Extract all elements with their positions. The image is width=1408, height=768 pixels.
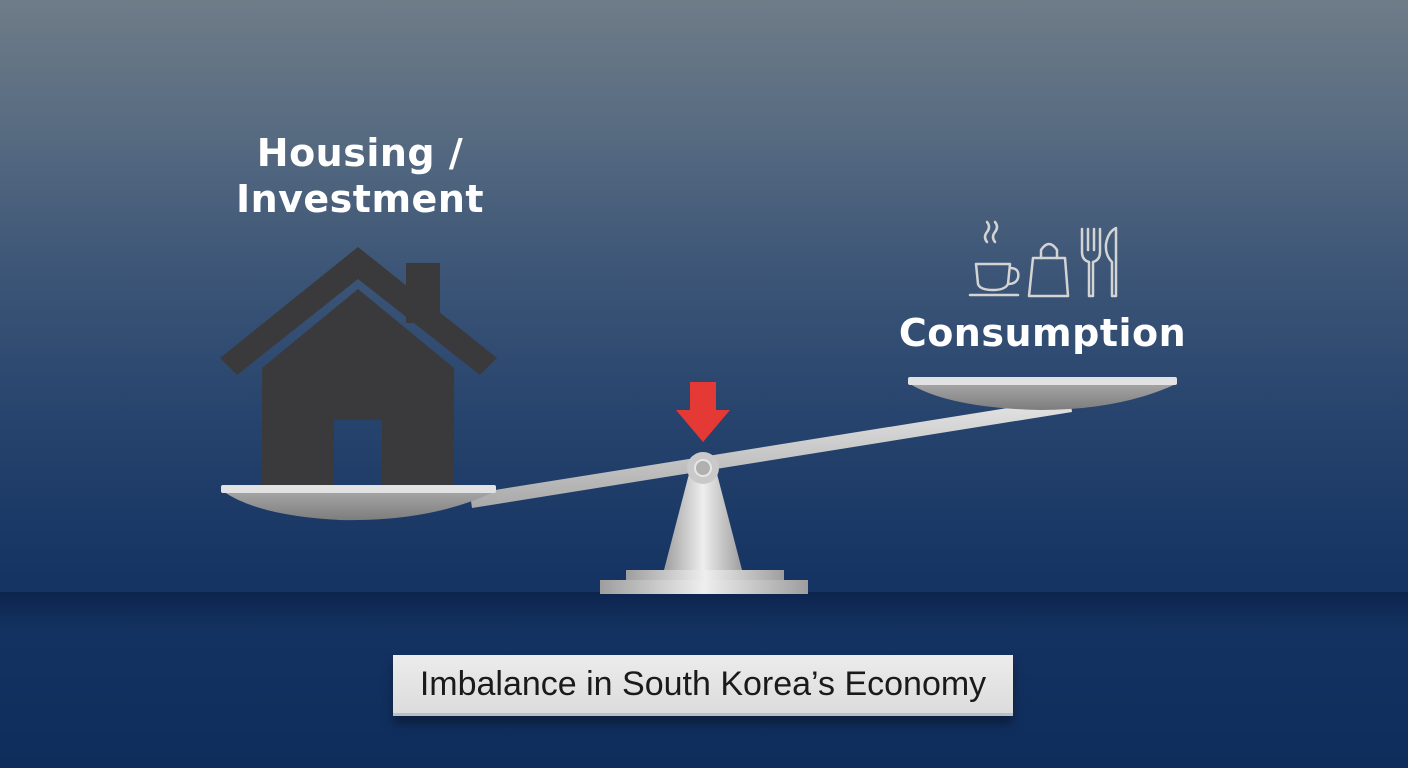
fork-icon [1080, 227, 1102, 298]
left-pan [221, 485, 496, 521]
housing-label-line1: Housing / [256, 131, 464, 175]
floor-shadow [0, 592, 1408, 632]
housing-label-line2: Investment [235, 177, 485, 221]
caption-text: Imbalance in South Korea’s Economy [419, 664, 987, 703]
coffee-cup-icon [968, 220, 1020, 297]
consumption-label: Consumption [898, 311, 1187, 355]
down-arrow-icon [676, 382, 730, 442]
right-pan [908, 377, 1177, 410]
shopping-bag-icon [1027, 242, 1070, 298]
fulcrum [600, 452, 808, 594]
consumption-icons [968, 220, 1118, 298]
house-icon [220, 247, 497, 486]
housing-investment-label: Housing / Investment [200, 130, 520, 222]
beam [470, 398, 1072, 508]
caption-box: Imbalance in South Korea’s Economy [393, 655, 1013, 716]
knife-icon [1104, 226, 1118, 298]
